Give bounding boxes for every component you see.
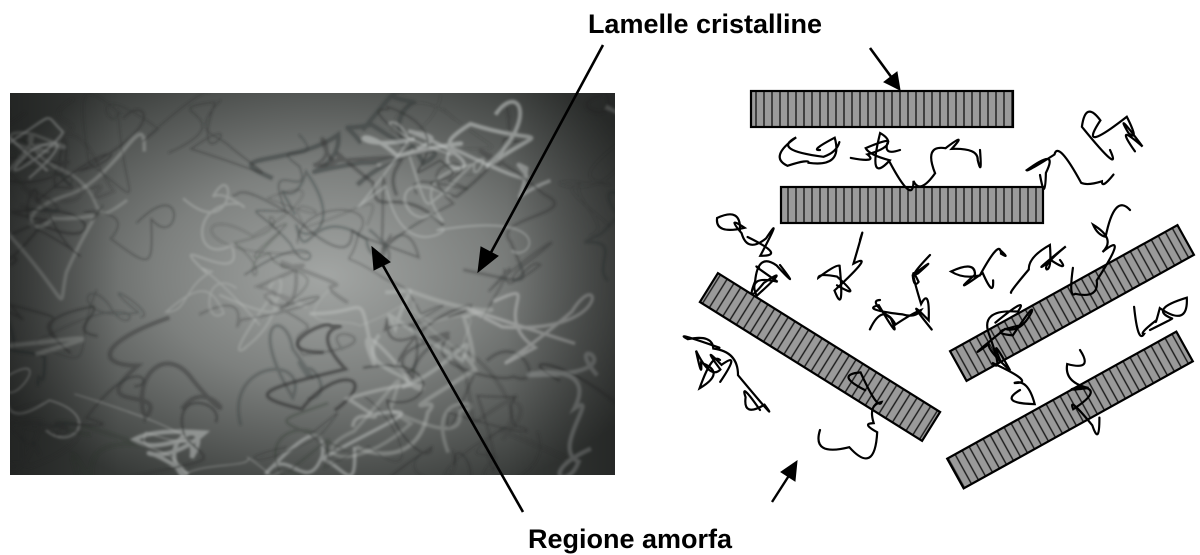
polymer-chain (1027, 151, 1114, 189)
micrograph-photo (0, 4, 738, 555)
polymer-chain (818, 233, 862, 300)
lamella-3 (700, 273, 940, 441)
arrow-amorphous-to-schematic (772, 461, 797, 502)
polymer-chain (870, 300, 921, 329)
lamella-1 (751, 91, 1013, 127)
polymer-chain (780, 137, 840, 165)
crystalline-lamellae (700, 91, 1194, 488)
arrow-lamellae-to-schematic (870, 48, 900, 90)
lamella-2 (781, 187, 1043, 223)
polymer-chain (889, 140, 981, 191)
polymer-chain (913, 255, 932, 330)
label-crystalline-lamellae: Lamelle cristalline (588, 9, 822, 39)
polymer-chain (717, 214, 774, 255)
polymer-chain (1134, 298, 1187, 336)
label-amorphous-region: Regione amorfa (528, 524, 733, 554)
polymer-chain (1082, 112, 1143, 160)
polymer-chain (851, 133, 900, 168)
polymer-chain (752, 261, 790, 296)
polymer-chain (951, 249, 1006, 288)
polymer-chain (1011, 245, 1066, 293)
polymer-chain (696, 351, 731, 389)
